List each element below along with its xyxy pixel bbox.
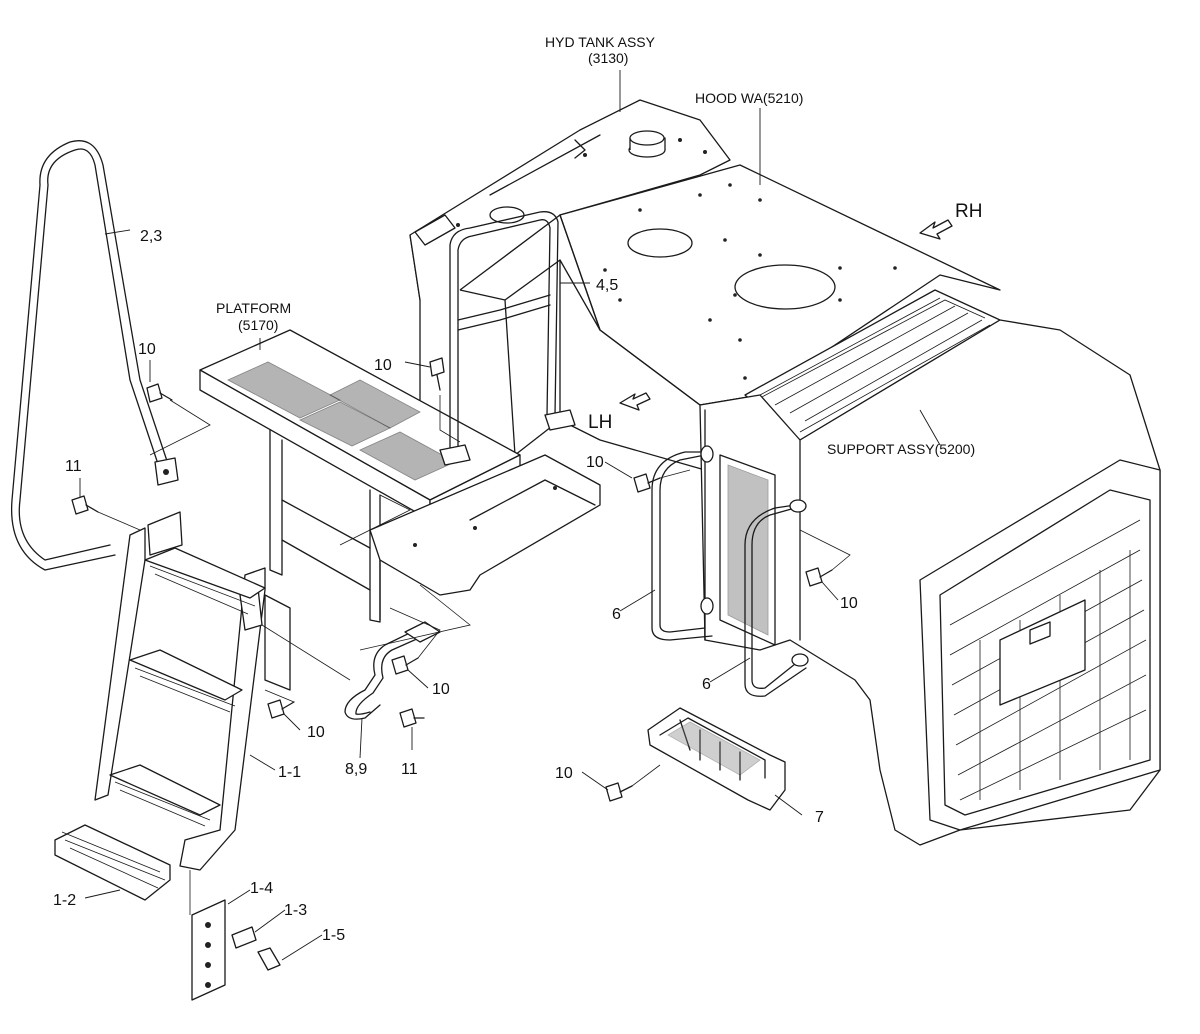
callout-8-9: 8,9 [345,761,367,778]
bolt-10-c [633,473,661,493]
step-handle-8-9 [344,621,441,720]
lh-label: LH [588,412,612,433]
rh-arrow-icon [919,219,953,240]
callout-1-2: 1-2 [53,892,76,909]
callout-10-g: 10 [555,765,573,782]
platform-label: PLATFORM [216,300,291,316]
step-7 [647,707,786,811]
callout-4-5: 4,5 [596,277,618,294]
callout-10-a: 10 [138,341,156,358]
ladder-mount-plate [191,899,281,1001]
handrail-4-5 [439,211,576,466]
leader-lines [79,70,941,961]
callout-2-3: 2,3 [140,228,162,245]
platform-part-number: (5170) [238,317,278,333]
hyd-tank-part-number: (3130) [588,50,628,66]
callout-1-3: 1-3 [284,902,307,919]
callout-1-1: 1-1 [278,764,301,781]
callout-6-a: 6 [612,606,621,623]
bolt-11-b [399,708,425,728]
rh-label: RH [955,201,982,222]
callout-10-f: 10 [307,724,325,741]
callout-10-b: 10 [374,357,392,374]
bolts [71,357,833,802]
callout-6-b: 6 [702,676,711,693]
callout-10-d: 10 [840,595,858,612]
bolt-10-g [605,782,633,802]
handrail-6-a [651,445,714,641]
callout-1-4: 1-4 [250,880,273,897]
callout-7: 7 [815,809,824,826]
hood-assembly [559,164,1161,846]
handrail-6-b [744,499,809,697]
lh-arrow-icon [619,392,651,411]
hood-label: HOOD WA(5210) [695,90,803,106]
callout-10-c: 10 [586,454,604,471]
bolt-11-a [71,495,99,515]
callout-10-e: 10 [432,681,450,698]
callout-1-5: 1-5 [322,927,345,944]
bolt-10-f [267,699,295,719]
annotation-labels: HYD TANK ASSY (3130) HOOD WA(5210) RH LH… [53,34,982,944]
handrail-2-3 [10,140,179,571]
hyd-tank-assembly [409,99,731,471]
platform-assembly [199,329,601,623]
support-assy-label: SUPPORT ASSY(5200) [827,441,975,457]
bolt-10-b [429,357,445,391]
callout-11-a: 11 [65,458,82,475]
hyd-tank-label: HYD TANK ASSY [545,34,656,50]
ladder-assembly [54,511,291,901]
bolt-10-e [391,655,419,675]
callout-11-b: 11 [401,761,418,778]
bolt-10-a [146,383,173,403]
